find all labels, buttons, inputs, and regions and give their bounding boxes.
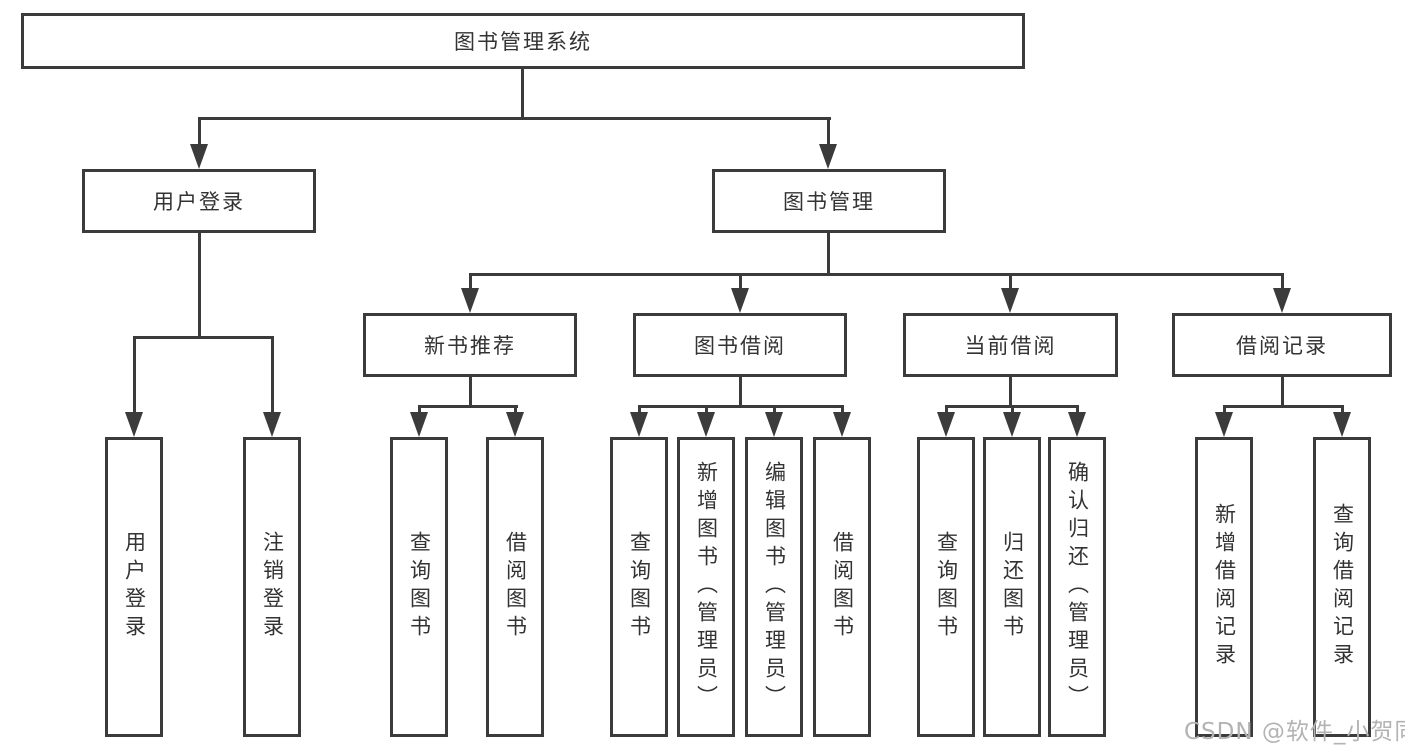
connector-stem <box>945 405 948 414</box>
leaf-add-borrow-record: 新增借阅记录 <box>1195 437 1253 737</box>
leaf-logout-label: 注销登录 <box>260 531 285 643</box>
arrow-down-icon <box>937 412 955 437</box>
arrow-down-icon <box>731 288 749 313</box>
connector-mgmt-vline <box>827 233 830 273</box>
leaf-query-books-newbook: 查询图书 <box>390 437 448 737</box>
connector-stem-leaf-logout <box>271 336 274 414</box>
leaf-borrow-books-borrow-label: 借阅图书 <box>830 531 855 643</box>
leaf-borrow-books-newbook: 借阅图书 <box>486 437 544 737</box>
leaf-return-book: 归还图书 <box>983 437 1041 737</box>
arrow-down-icon <box>263 412 281 437</box>
arrow-down-icon <box>1001 288 1019 313</box>
connector-login-vline <box>198 233 201 336</box>
connector-stem <box>1341 405 1344 414</box>
connector-stem-book-mgmt <box>827 117 830 145</box>
connector-borrow-vline <box>739 377 742 405</box>
connector-current-vline <box>1009 377 1012 405</box>
connector-stem-records <box>1281 273 1284 289</box>
arrow-down-icon <box>1003 412 1021 437</box>
connector-records-hline <box>1223 405 1344 408</box>
leaf-user-login-label: 用户登录 <box>122 531 147 643</box>
connector-stem-newbook <box>469 273 472 289</box>
arrow-down-icon <box>190 144 208 169</box>
connector-login-hline <box>133 336 274 339</box>
node-borrowing-records-label: 借阅记录 <box>1236 334 1328 358</box>
leaf-query-books-newbook-label: 查询图书 <box>407 531 432 643</box>
leaf-query-books-current-label: 查询图书 <box>934 531 959 643</box>
node-current-borrowing-label: 当前借阅 <box>964 334 1057 358</box>
node-book-management-label: 图书管理 <box>783 190 875 214</box>
connector-stem <box>638 405 641 414</box>
connector-stem-user-login <box>198 117 201 145</box>
leaf-query-borrow-record: 查询借阅记录 <box>1313 437 1371 737</box>
connector-stem <box>1076 405 1079 414</box>
leaf-borrow-books-newbook-label: 借阅图书 <box>503 531 528 643</box>
leaf-edit-book-admin: 编辑图书（管理员） <box>745 437 803 737</box>
arrow-down-icon <box>1273 288 1291 313</box>
leaf-query-books-borrow: 查询图书 <box>610 437 668 737</box>
leaf-query-borrow-record-label: 查询借阅记录 <box>1330 503 1355 671</box>
arrow-down-icon <box>461 288 479 313</box>
connector-stem <box>418 405 421 414</box>
arrow-down-icon <box>410 412 428 437</box>
arrow-down-icon <box>125 412 143 437</box>
arrow-down-icon <box>833 412 851 437</box>
connector-root-vline <box>521 69 524 117</box>
leaf-edit-book-admin-label: 编辑图书（管理员） <box>762 461 787 713</box>
node-book-borrowing: 图书借阅 <box>633 313 847 377</box>
connector-newbook-hline <box>418 405 518 408</box>
leaf-query-books-borrow-label: 查询图书 <box>627 531 652 643</box>
connector-records-vline <box>1281 377 1284 405</box>
node-book-management: 图书管理 <box>712 169 946 233</box>
leaf-add-book-admin-label: 新增图书（管理员） <box>694 461 719 713</box>
arrow-down-icon <box>1333 412 1351 437</box>
node-current-borrowing: 当前借阅 <box>903 313 1118 377</box>
node-user-login-label: 用户登录 <box>153 190 245 214</box>
connector-stem <box>841 405 844 414</box>
connector-stem-current <box>1009 273 1012 289</box>
arrow-down-icon <box>1215 412 1233 437</box>
leaf-logout: 注销登录 <box>243 437 301 737</box>
arrow-down-icon <box>506 412 524 437</box>
connector-stem-leaf-login <box>133 336 136 414</box>
arrow-down-icon <box>630 412 648 437</box>
node-book-borrowing-label: 图书借阅 <box>694 334 786 358</box>
leaf-borrow-books-borrow: 借阅图书 <box>813 437 871 737</box>
csdn-watermark: CSDN @软件_小贺同学 <box>1184 719 1405 745</box>
connector-stem <box>1223 405 1226 414</box>
connector-stem <box>773 405 776 414</box>
node-new-book-recommend: 新书推荐 <box>363 313 577 377</box>
connector-stem <box>705 405 708 414</box>
leaf-confirm-return-admin: 确认归还（管理员） <box>1048 437 1106 737</box>
arrow-down-icon <box>1068 412 1086 437</box>
leaf-confirm-return-admin-label: 确认归还（管理员） <box>1065 461 1090 713</box>
connector-borrow-hline <box>638 405 844 408</box>
arrow-down-icon <box>697 412 715 437</box>
leaf-return-book-label: 归还图书 <box>1000 531 1025 643</box>
node-new-book-recommend-label: 新书推荐 <box>424 334 516 358</box>
node-borrowing-records: 借阅记录 <box>1172 313 1392 377</box>
node-root-system: 图书管理系统 <box>21 13 1025 69</box>
connector-l3-hline <box>469 273 1283 276</box>
connector-newbook-vline <box>469 377 472 405</box>
connector-stem <box>514 405 517 414</box>
arrow-down-icon <box>765 412 783 437</box>
node-user-login: 用户登录 <box>82 169 316 233</box>
leaf-add-book-admin: 新增图书（管理员） <box>677 437 735 737</box>
connector-root-hline <box>198 117 831 120</box>
connector-stem <box>1011 405 1014 414</box>
leaf-add-borrow-record-label: 新增借阅记录 <box>1212 503 1237 671</box>
connector-stem-borrow <box>739 273 742 289</box>
arrow-down-icon <box>819 144 837 169</box>
leaf-query-books-current: 查询图书 <box>917 437 975 737</box>
node-root-label: 图书管理系统 <box>454 30 592 54</box>
leaf-user-login: 用户登录 <box>105 437 163 737</box>
